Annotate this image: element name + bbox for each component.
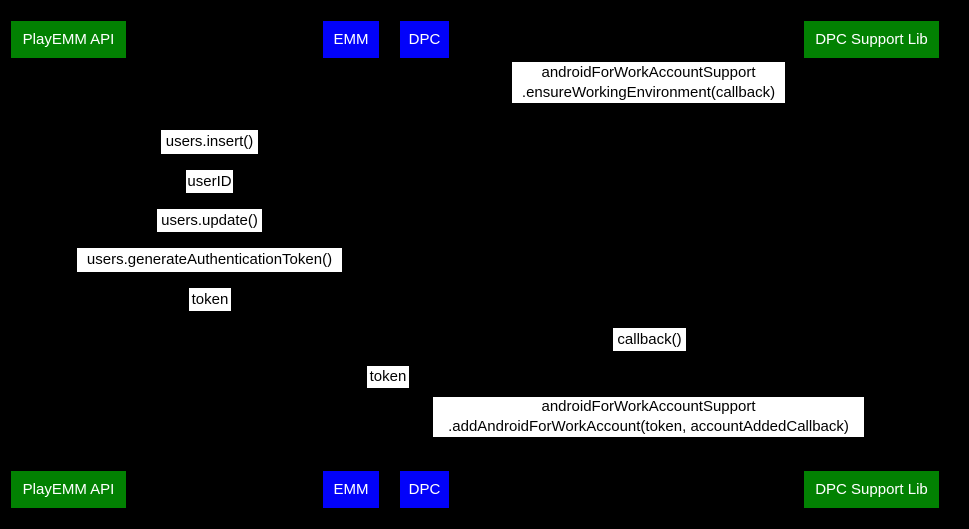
message-token-forward: token (367, 366, 409, 388)
actor-label: DPC (408, 31, 441, 48)
message-user-id: userID (186, 170, 233, 193)
message-ensure-working-environment: androidForWorkAccountSupport .ensureWork… (512, 62, 785, 103)
message-line: callback() (617, 330, 682, 348)
actor-bottom-emm: EMM (323, 471, 379, 508)
actor-top-dpc-support-lib: DPC Support Lib (804, 21, 939, 58)
actor-label: EMM (333, 31, 369, 48)
message-callback: callback() (613, 328, 686, 351)
actor-label: PlayEMM API (22, 31, 115, 48)
actor-label: EMM (333, 481, 369, 498)
actor-bottom-dpc-support-lib: DPC Support Lib (804, 471, 939, 508)
actor-top-emm: EMM (323, 21, 379, 58)
actor-label: DPC Support Lib (815, 481, 928, 498)
message-line: token (191, 290, 229, 308)
message-line: .ensureWorkingEnvironment(callback) (521, 83, 776, 101)
message-line: androidForWorkAccountSupport (541, 63, 756, 81)
actor-top-playemm-api: PlayEMM API (11, 21, 126, 58)
actor-bottom-dpc: DPC (400, 471, 449, 508)
message-generate-authentication-token: users.generateAuthenticationToken() (77, 248, 342, 272)
message-users-update: users.update() (157, 209, 262, 232)
message-line: .addAndroidForWorkAccount(token, account… (448, 418, 849, 435)
message-line: userID (187, 172, 232, 190)
message-line: token (369, 368, 407, 385)
message-line: users.insert() (165, 133, 254, 150)
message-add-android-for-work-account: androidForWorkAccountSupport .addAndroid… (433, 397, 864, 437)
message-line: androidForWorkAccountSupport (541, 398, 756, 415)
message-users-insert: users.insert() (161, 130, 258, 154)
message-line: users.update() (161, 211, 258, 229)
actor-label: DPC (408, 481, 441, 498)
actor-label: PlayEMM API (22, 481, 115, 498)
message-line: users.generateAuthenticationToken() (86, 251, 333, 268)
actor-label: DPC Support Lib (815, 31, 928, 48)
message-token-return: token (189, 288, 231, 311)
actor-top-dpc: DPC (400, 21, 449, 58)
actor-bottom-playemm-api: PlayEMM API (11, 471, 126, 508)
